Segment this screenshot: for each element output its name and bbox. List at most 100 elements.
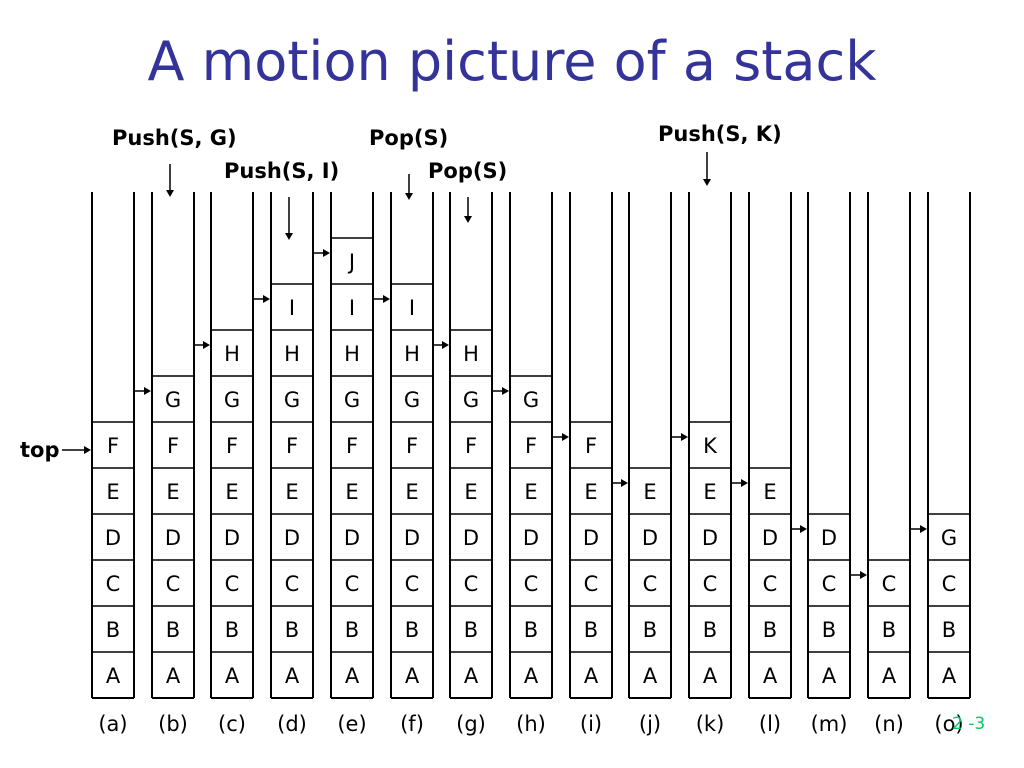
stack-cell: F — [286, 434, 298, 458]
stack-cell: J — [347, 250, 355, 274]
top-label: top — [20, 438, 60, 462]
stack-cell: E — [225, 480, 238, 504]
stack-cell: C — [822, 572, 837, 596]
stack-cell: D — [105, 526, 121, 550]
stack-cell: E — [464, 480, 477, 504]
stack-cell: B — [285, 618, 299, 642]
stack-label: (n) — [874, 712, 904, 736]
transition-arrow — [851, 571, 867, 579]
stack-cell: F — [167, 434, 179, 458]
stack-cell: C — [942, 572, 957, 596]
stack-label: (j) — [639, 712, 661, 736]
stack-cell: E — [405, 480, 418, 504]
transition-arrow — [254, 295, 270, 303]
stack-cell: A — [584, 664, 599, 688]
op-pop-second: Pop(S) — [428, 159, 508, 183]
stack-cell: E — [345, 480, 358, 504]
stack-cell: C — [524, 572, 539, 596]
pop-second-down-arrow — [464, 197, 472, 223]
stack-cell: B — [345, 618, 359, 642]
stack-cell: G — [165, 388, 181, 412]
stack-cell: E — [524, 480, 537, 504]
stack-label: (i) — [580, 712, 602, 736]
stack-cell: C — [345, 572, 360, 596]
stack-cell: K — [703, 434, 718, 458]
stack-cell: C — [584, 572, 599, 596]
page-number: 2 -3 — [952, 714, 986, 734]
transition-arrow — [374, 295, 390, 303]
stack-label: (g) — [456, 712, 486, 736]
transition-arrow — [314, 249, 330, 257]
slide-title: A motion picture of a stack — [147, 30, 877, 93]
stack-cell: G — [344, 388, 360, 412]
stack-cell: D — [702, 526, 718, 550]
transition-arrow — [613, 479, 628, 487]
arrows-layer — [62, 152, 927, 579]
op-push-g: Push(S, G) — [112, 126, 237, 150]
stack-cell: B — [703, 618, 717, 642]
stack-cell: A — [822, 664, 837, 688]
stacks-layer: ABCDEF(a)ABCDEFG(b)ABCDEFGH(c)ABCDEFGHI(… — [91, 192, 971, 736]
stack-cell: C — [225, 572, 240, 596]
transition-arrow — [792, 525, 807, 533]
stack-cell: F — [346, 434, 358, 458]
stack-cell: C — [882, 572, 897, 596]
transition-arrow — [553, 433, 569, 441]
top-pointer-arrow — [62, 446, 91, 454]
stack-cell: D — [523, 526, 539, 550]
stack-cell: A — [285, 664, 300, 688]
push-k-down-arrow — [703, 152, 711, 186]
stack-cell: B — [106, 618, 120, 642]
stack-cell: B — [643, 618, 657, 642]
stack-cell: I — [409, 296, 415, 320]
stack-cell: F — [226, 434, 238, 458]
stack-cell: B — [166, 618, 180, 642]
stack-cell: A — [703, 664, 718, 688]
stack-cell: H — [404, 342, 420, 366]
stack-cell: F — [107, 434, 119, 458]
stack-cell: A — [643, 664, 658, 688]
stack-cell: E — [166, 480, 179, 504]
stack-cell: A — [166, 664, 181, 688]
stack-cell: D — [642, 526, 658, 550]
stack-cell: B — [405, 618, 419, 642]
stack-cell: A — [106, 664, 121, 688]
stack-cell: B — [822, 618, 836, 642]
stack-cell: H — [463, 342, 479, 366]
stack-cell: C — [703, 572, 718, 596]
stack-cell: B — [225, 618, 239, 642]
stack-cell: D — [404, 526, 420, 550]
stack-cell: G — [463, 388, 479, 412]
op-push-k: Push(S, K) — [658, 122, 782, 146]
stack-cell: I — [289, 296, 295, 320]
stack-label: (c) — [218, 712, 246, 736]
transition-arrow — [434, 341, 449, 349]
stack-cell: B — [882, 618, 896, 642]
stack-cell: B — [763, 618, 777, 642]
transition-arrow — [135, 387, 151, 395]
transition-arrow — [195, 341, 210, 349]
stack-cell: F — [465, 434, 477, 458]
stack-cell: G — [523, 388, 539, 412]
stack-label: (a) — [98, 712, 127, 736]
transition-arrow — [732, 479, 748, 487]
stack-cell: A — [524, 664, 539, 688]
stack-cell: C — [285, 572, 300, 596]
transition-arrow — [672, 433, 688, 441]
stack-cell: D — [762, 526, 778, 550]
stack-cell: A — [405, 664, 420, 688]
stack-cell: E — [106, 480, 119, 504]
stack-cell: A — [942, 664, 957, 688]
stack-cell: A — [345, 664, 360, 688]
stack-cell: C — [763, 572, 778, 596]
stack-cell: C — [464, 572, 479, 596]
